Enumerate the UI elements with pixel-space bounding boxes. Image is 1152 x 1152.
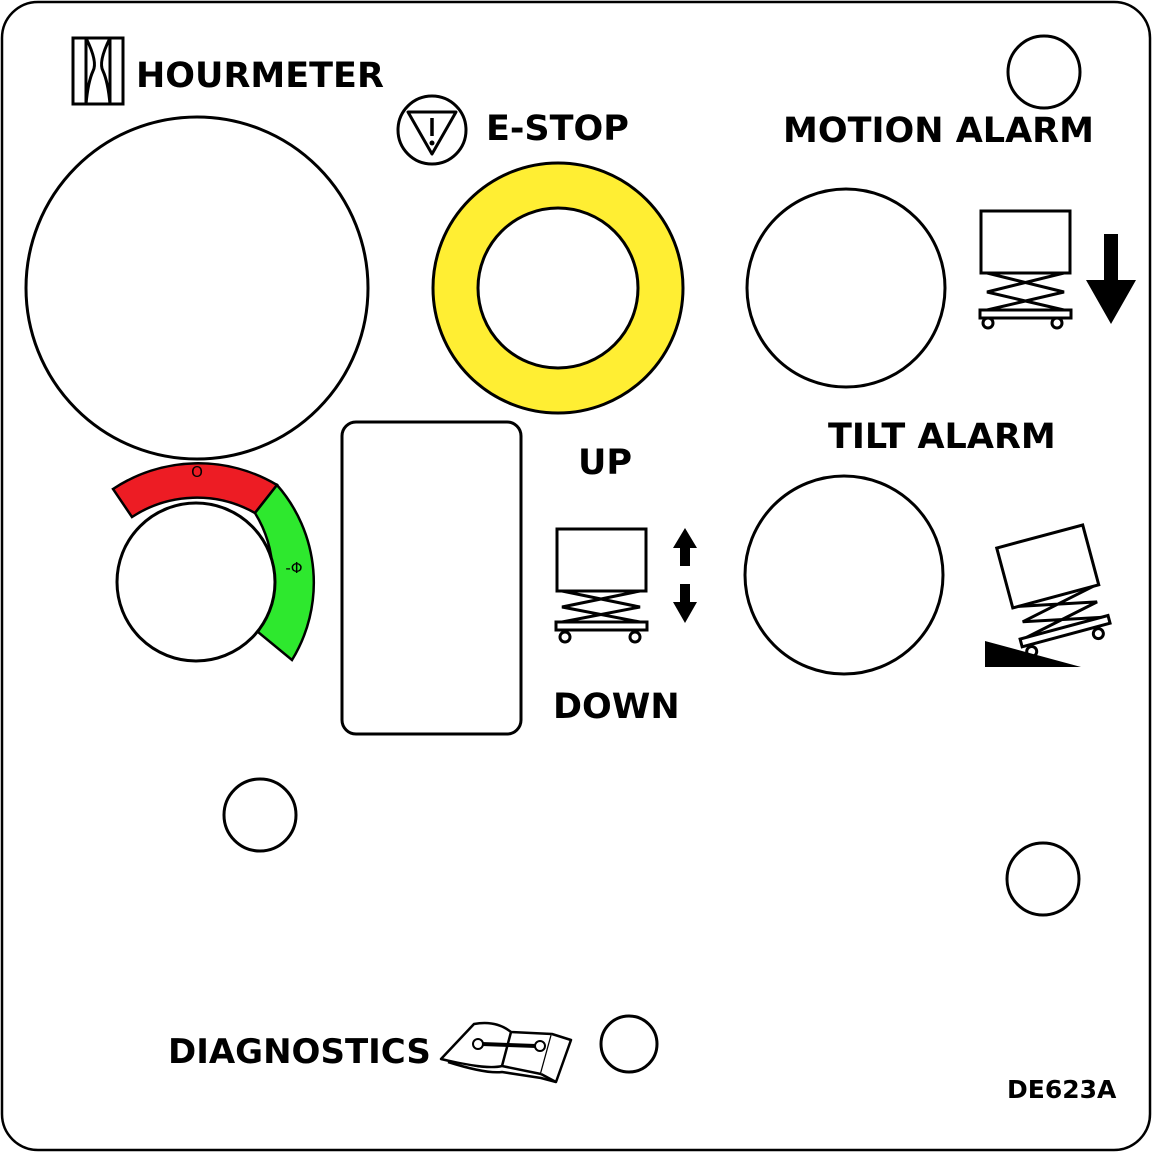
- mounting-hole-bottom-right: [1005, 841, 1081, 917]
- diagnostics-label: DIAGNOSTICS: [168, 1032, 431, 1072]
- manual-wrench-icon: [439, 1021, 573, 1084]
- up-label: UP: [578, 443, 633, 483]
- up-down-arrow-icon: [673, 528, 697, 623]
- scissor-lift-updown-icon: [554, 527, 649, 644]
- e-stop-button[interactable]: [431, 161, 685, 415]
- down-label: DOWN: [553, 687, 680, 727]
- tilt-alarm-label: TILT ALARM: [828, 417, 1056, 457]
- hourmeter-gauge: [24, 115, 370, 461]
- key-on-symbol: -Φ: [285, 559, 302, 577]
- mounting-hole-bottom-left: [222, 777, 298, 853]
- scissor-lift-icon: [978, 209, 1073, 330]
- hourglass-icon: [71, 36, 125, 106]
- mounting-hole-top-right: [1006, 34, 1082, 110]
- tilted-lift-icon: [985, 523, 1112, 667]
- hourmeter-label: HOURMETER: [136, 56, 384, 96]
- key-switch-body[interactable]: [115, 501, 277, 663]
- e-stop-label: E-STOP: [486, 109, 629, 149]
- warning-triangle-icon: [396, 94, 468, 166]
- tilt-alarm-indicator: [743, 474, 945, 676]
- motion-alarm-label: MOTION ALARM: [783, 111, 1094, 151]
- key-switch[interactable]: [111, 462, 316, 663]
- motion-alarm-indicator: [745, 187, 947, 389]
- part-number: DE623A: [1007, 1075, 1117, 1104]
- lift-up-down-switch[interactable]: [340, 420, 523, 736]
- down-arrow-icon: [1086, 234, 1136, 324]
- diagnostics-port[interactable]: [599, 1014, 659, 1074]
- key-off-symbol: O: [191, 463, 203, 481]
